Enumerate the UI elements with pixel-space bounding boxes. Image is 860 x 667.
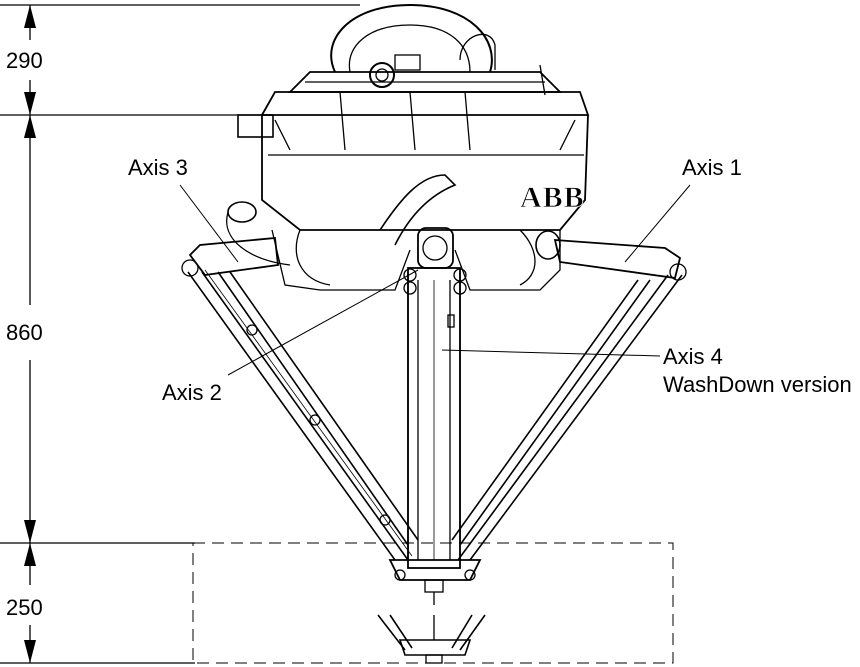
robot-body — [181, 3, 687, 664]
axis4-version-label: WashDown version — [663, 372, 852, 397]
axis4-label: Axis 4 — [663, 344, 723, 369]
working-area-box — [192, 542, 674, 664]
axis1-label: Axis 1 — [682, 155, 742, 180]
axis3-label: Axis 3 — [128, 155, 188, 180]
dimension-arrows — [24, 5, 36, 663]
axis2-label: Axis 2 — [162, 380, 222, 405]
abb-logo: ABB — [520, 181, 585, 214]
leader-lines — [179, 184, 691, 376]
dimension-middle-label: 860 — [6, 320, 43, 345]
dimension-top-label: 290 — [6, 48, 43, 73]
dimension-lines — [0, 4, 360, 664]
dimension-bottom-label: 250 — [6, 595, 43, 620]
